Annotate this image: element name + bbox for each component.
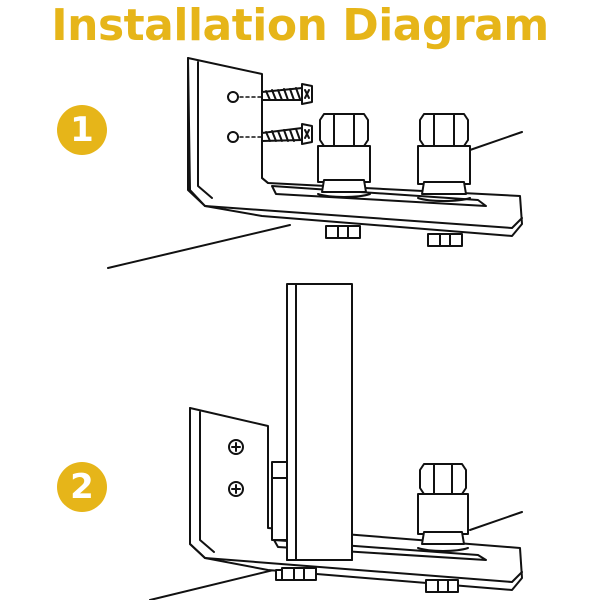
step-1-illustration: [107, 57, 523, 269]
door-edge-line-1: [469, 131, 523, 151]
screw-icon: [261, 123, 313, 145]
roller-nut-icon: [417, 463, 469, 593]
bottom-nut-icon: [281, 567, 317, 581]
screw-head-icon: [228, 481, 244, 497]
door-panel-icon: [286, 283, 353, 561]
floor-line-1: [107, 224, 291, 269]
roller-nut-icon: [417, 113, 471, 247]
screw-icon: [261, 83, 313, 105]
step-number-1: 1: [70, 110, 94, 150]
floor-line-2: [149, 565, 291, 600]
screw-hole-icon: [227, 91, 239, 103]
diagram-title: Installation Diagram: [51, 0, 549, 51]
screw-hole-icon: [227, 131, 239, 143]
step-number-2: 2: [70, 467, 94, 507]
door-edge-line-2: [469, 511, 523, 531]
screw-head-icon: [228, 439, 244, 455]
step-badge-2: 2: [57, 462, 107, 512]
step-2-illustration: [149, 283, 523, 600]
step-badge-1: 1: [57, 105, 107, 155]
l-bracket-1: [187, 57, 523, 237]
roller-nut-icon: [317, 113, 371, 239]
l-bracket-2: [189, 407, 523, 591]
